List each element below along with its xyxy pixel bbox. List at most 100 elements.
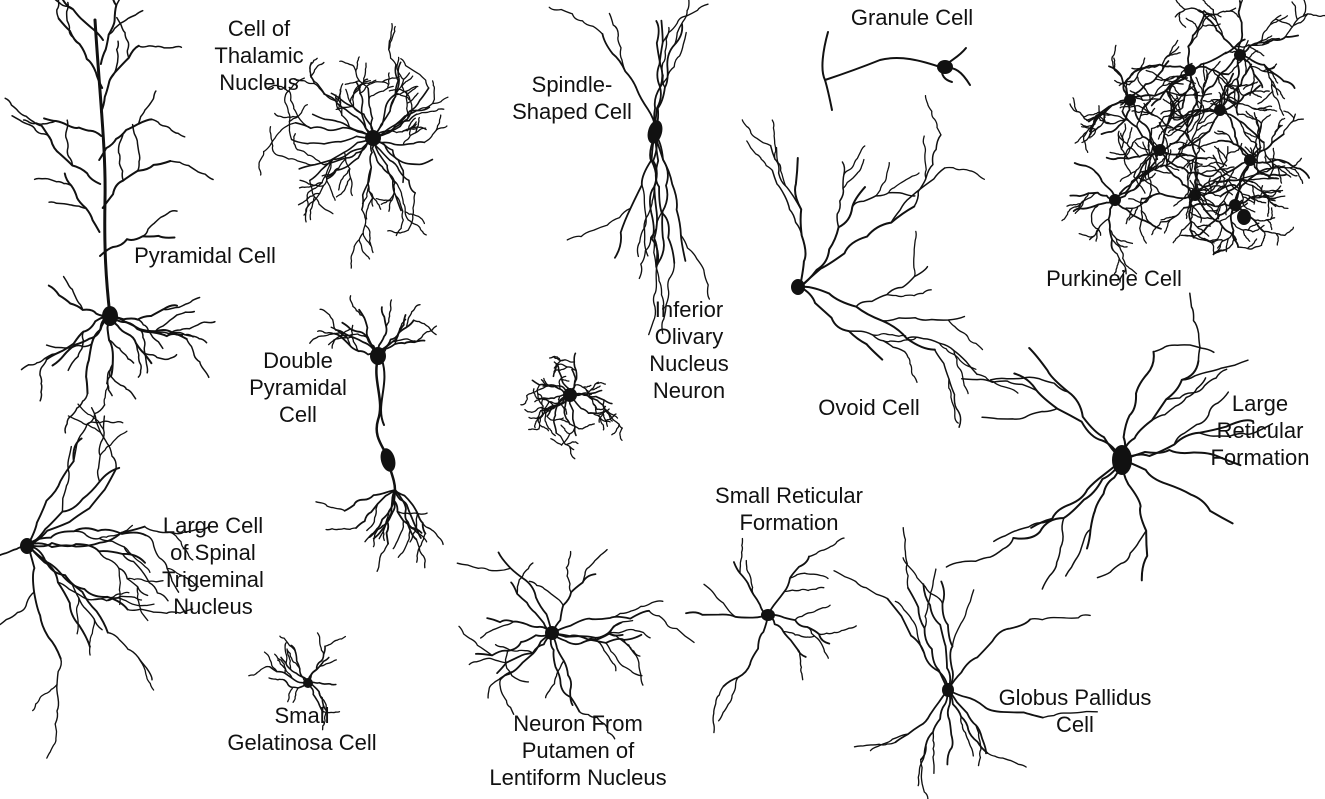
dendrite-stroke <box>809 538 844 556</box>
cell-body <box>102 306 118 326</box>
dendrite-stroke <box>982 409 1057 420</box>
dendrite-stroke <box>561 425 570 434</box>
dendrite-stroke <box>948 619 1030 690</box>
dendrite-stroke <box>822 32 943 80</box>
dendrite-stroke <box>800 287 882 360</box>
dendrite-stroke <box>883 317 965 321</box>
dendrite-stroke <box>962 379 1037 391</box>
dendrite-stroke <box>1264 231 1285 235</box>
dendrite-stroke <box>903 558 942 604</box>
dendrite-stroke <box>624 640 643 685</box>
dendrite-stroke <box>903 528 908 588</box>
dendrite-stroke <box>0 592 34 632</box>
double-pyramidal-cell-drawing <box>310 296 443 572</box>
dendrite-stroke <box>369 86 393 98</box>
dendrite-stroke <box>1262 233 1266 246</box>
dendrite-stroke <box>1144 86 1151 101</box>
dendrite-stroke <box>1267 64 1276 72</box>
cell-body <box>545 626 559 640</box>
dendrite-stroke <box>686 612 768 617</box>
dendrite-stroke <box>457 563 510 570</box>
dendrite-stroke <box>116 0 144 5</box>
dendrite-stroke <box>1030 615 1090 620</box>
dendrite-stroke <box>923 584 950 690</box>
label-large-reticular-formation: Large Reticular Formation <box>1210 390 1309 471</box>
label-thalamic-cell: Cell of Thalamic Nucleus <box>214 15 303 96</box>
dendrite-stroke <box>187 339 209 377</box>
dendrite-stroke <box>359 240 369 259</box>
label-ovoid-cell: Ovoid Cell <box>818 394 919 421</box>
dendrite-stroke <box>923 136 926 178</box>
dendrite-stroke <box>324 94 373 138</box>
dendrite-stroke <box>1135 143 1149 151</box>
dendrite-stroke <box>1254 218 1275 221</box>
dendrite-stroke <box>163 298 199 310</box>
dendrite-stroke <box>1258 91 1273 104</box>
dendrite-stroke <box>819 626 856 635</box>
dendrite-stroke <box>768 615 829 644</box>
dendrite-stroke <box>795 605 830 620</box>
dendrite-stroke <box>424 126 447 142</box>
dendrite-stroke <box>95 20 110 316</box>
dendrite-stroke <box>1062 209 1070 220</box>
dendrite-stroke <box>316 502 345 511</box>
dendrite-stroke <box>549 7 602 34</box>
dendrite-stroke <box>414 320 437 334</box>
dendrite-stroke <box>103 161 171 208</box>
cell-body <box>1112 445 1132 475</box>
dendrite-stroke <box>570 424 586 429</box>
dendrite-stroke <box>320 309 336 330</box>
dendrite-stroke <box>345 490 395 511</box>
dendrite-stroke <box>785 587 824 591</box>
dendrite-stroke <box>269 678 284 680</box>
dendrite-stroke <box>1276 234 1278 245</box>
dendrite-stroke <box>704 584 735 617</box>
cell-body <box>791 279 805 295</box>
dendrite-stroke <box>889 173 919 193</box>
dendrite-stroke <box>768 557 809 616</box>
dendrite-stroke <box>521 396 527 405</box>
dendrite-stroke <box>873 334 906 337</box>
dendrite-stroke <box>101 0 116 64</box>
dendrite-stroke <box>339 169 350 190</box>
dendrite-stroke <box>991 377 1068 391</box>
dendrite-stroke <box>933 732 934 773</box>
dendrite-stroke <box>1190 293 1200 361</box>
dendrite-stroke <box>615 135 655 258</box>
dendrite-stroke <box>1070 104 1089 122</box>
dendrite-stroke <box>948 690 987 753</box>
cell-body <box>1237 209 1251 225</box>
globus-pallidus-cell-drawing <box>834 528 1097 799</box>
dendrite-stroke <box>1140 228 1147 243</box>
dendrite-stroke <box>887 290 931 297</box>
cell-body <box>1184 64 1196 76</box>
dendrite-stroke <box>1203 13 1240 56</box>
dendrite-stroke <box>393 180 408 220</box>
dendrite-stroke <box>1031 460 1122 528</box>
label-large-spinal-trigeminal-cell: Large Cell of Spinal Trigeminal Nucleus <box>162 512 264 620</box>
dendrite-stroke <box>407 305 421 328</box>
dendrite-stroke <box>28 439 82 546</box>
dendrite-stroke <box>433 81 435 104</box>
dendrite-stroke <box>65 393 87 432</box>
dendrite-stroke <box>259 152 264 175</box>
dendrite-stroke <box>293 688 298 702</box>
dendrite-stroke <box>62 447 71 512</box>
dendrite-stroke <box>585 424 594 427</box>
cell-body <box>563 388 577 402</box>
pyramidal-cell-drawing <box>5 0 215 433</box>
dendrite-stroke <box>844 146 865 175</box>
dendrite-stroke <box>555 367 567 370</box>
dendrite-stroke <box>1186 18 1198 30</box>
dendrite-stroke <box>396 196 404 236</box>
dendrite-stroke <box>675 0 690 45</box>
label-small-gelatinosa-cell: Small Gelatinosa Cell <box>227 702 376 756</box>
dendrite-stroke <box>1098 531 1147 578</box>
dendrite-stroke <box>42 126 100 184</box>
dendrite-stroke <box>719 677 739 721</box>
dendrite-stroke <box>609 14 625 72</box>
dendrite-stroke <box>1201 0 1213 10</box>
dendrite-stroke <box>1275 19 1292 26</box>
dendrite-stroke <box>459 626 492 655</box>
